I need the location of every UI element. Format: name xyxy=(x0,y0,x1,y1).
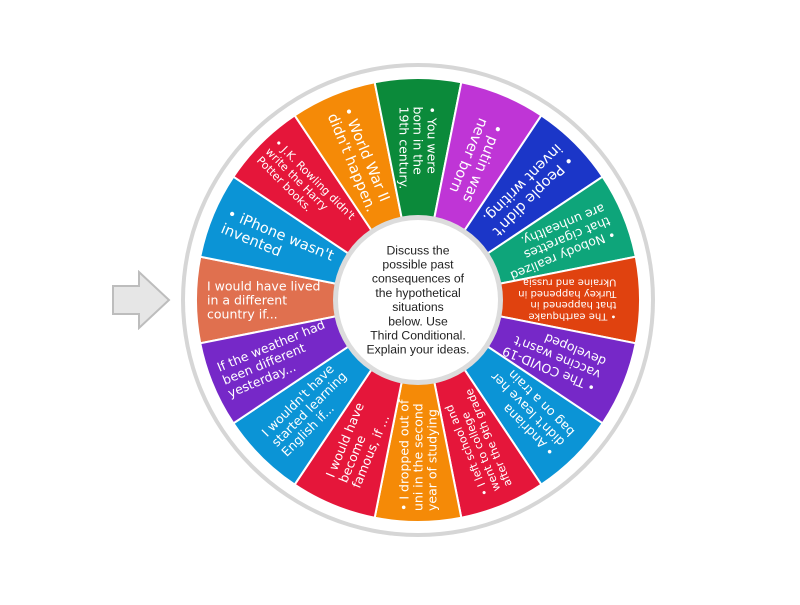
pointer-arrow-shape xyxy=(112,270,171,330)
wheel-hub xyxy=(338,220,498,380)
wheel-segment-label-line: 19th century. xyxy=(397,107,412,190)
wheel-segment-label-line: • The earthquake xyxy=(528,310,616,321)
wheel-segment-label: • The earthquakethat happened inTurkey h… xyxy=(518,277,617,322)
wheel-segment-label-line: born in the xyxy=(411,107,426,176)
wheel-segment-label-line: I would have lived xyxy=(207,278,320,293)
center-instructions-line: Explain your ideas. xyxy=(367,343,470,357)
center-instructions-line: the hypothetical xyxy=(375,286,460,300)
wheel-segment-label: • I dropped out ofuni in the secondyear … xyxy=(396,399,439,511)
wheel-segment-label-line: uni in the second xyxy=(410,403,425,511)
wheel-segment-label: • You wereborn in the19th century. xyxy=(397,107,440,190)
wheel-segment-label-line: • You were xyxy=(425,107,440,175)
center-instructions-line: Third Conditional. xyxy=(370,329,466,343)
wheel-segment-label-line: that happened in xyxy=(530,299,616,310)
wheel-segment-label-line: in a different xyxy=(207,292,287,307)
wheel-segment-label-line: Ukraine and russia xyxy=(523,277,617,288)
center-instructions-line: possible past xyxy=(382,258,454,272)
center-instructions-line: Discuss the xyxy=(387,243,450,257)
arrow-right-icon[interactable] xyxy=(112,270,172,330)
wheel-segment-label-line: country if... xyxy=(207,306,278,321)
center-instructions-line: consequences of xyxy=(372,272,465,286)
wheel-segment-label-line: Turkey happened in xyxy=(518,288,617,299)
wheel-segment-label-line: • I dropped out of xyxy=(396,399,411,511)
center-instructions-line: situations xyxy=(392,300,444,314)
center-instructions-line: below. Use xyxy=(388,314,448,328)
wheel-segment-label-line: year of studying xyxy=(424,409,439,511)
